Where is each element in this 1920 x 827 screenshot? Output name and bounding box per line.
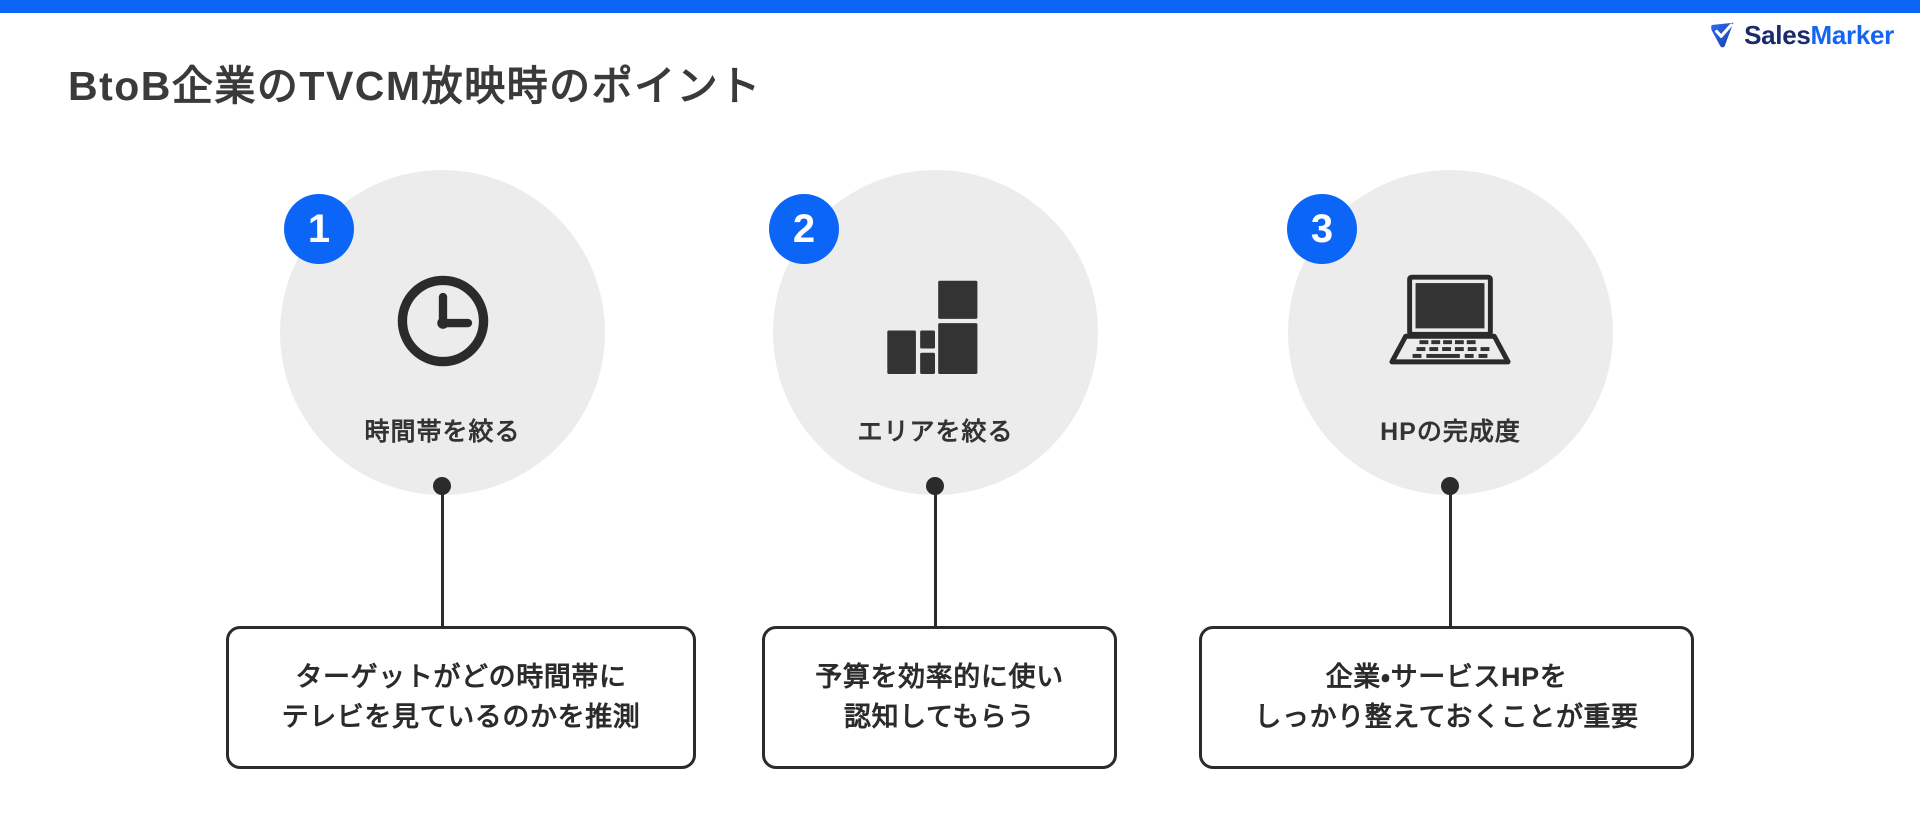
step-2-callout-line-1: 予算を効率的に使い [815, 662, 1064, 693]
top-accent-bar [0, 0, 1920, 13]
step-1-callout-line-2: テレビを見ているのかを推測 [281, 701, 641, 732]
step-2-callout-line-2: 認知してもらう [843, 701, 1036, 732]
area-blocks-icon [887, 280, 978, 374]
logo-word-marker: Marker [1810, 19, 1895, 50]
step-3-number-badge: 3 [1287, 194, 1357, 264]
step-3-callout-line-2: しっかり整えておくことが重要 [1254, 701, 1639, 732]
step-1-callout-line-1: ターゲットがどの時間帯に [295, 662, 627, 693]
step-2-number-badge: 2 [769, 194, 839, 264]
step-3-connector-dot [1441, 477, 1459, 495]
logo-wordmark: SalesMarker [1744, 22, 1894, 48]
step-3-connector-line [1448, 486, 1452, 627]
laptop-icon [1389, 274, 1511, 365]
step-1-icon [378, 268, 508, 373]
step-2-connector-line [933, 486, 937, 627]
step-2-callout: 予算を効率的に使い 認知してもらう [762, 626, 1117, 769]
step-2-label: エリアを絞る [857, 418, 1014, 446]
step-1-connector-line [440, 486, 444, 627]
step-2-icon [870, 268, 1000, 374]
step-2-connector-dot [926, 477, 944, 495]
step-1-callout: ターゲットがどの時間帯に テレビを見ているのかを推測 [226, 626, 696, 769]
clock-icon [397, 275, 489, 366]
page-title: BtoB企業のTVCM放映時のポイント [68, 63, 762, 109]
step-3-icon [1385, 268, 1515, 373]
step-3-callout-line-1: 企業・サービスHPを [1325, 662, 1568, 693]
step-1-label: 時間帯を絞る [364, 418, 521, 446]
step-3-label: HPの完成度 [1380, 418, 1521, 446]
sales-marker-logo: SalesMarker [1708, 20, 1894, 49]
logo-word-sales: Sales [1744, 19, 1811, 50]
step-3-callout: 企業・サービスHPを しっかり整えておくことが重要 [1199, 626, 1694, 769]
step-1-connector-dot [433, 477, 451, 495]
location-pin-check-icon [1711, 22, 1734, 48]
step-1-number-badge: 1 [284, 194, 354, 264]
